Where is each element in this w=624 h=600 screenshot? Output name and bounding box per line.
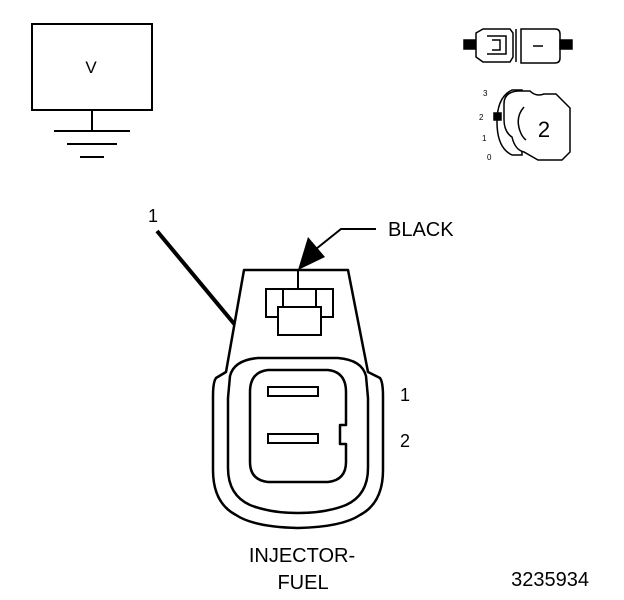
key-housing-front: [503, 90, 571, 161]
pin-ref-label: 1: [148, 206, 158, 226]
key-position-2: 2: [479, 113, 484, 122]
mating-connector-icon: [463, 28, 573, 64]
connector-name-line-2: FUEL: [277, 572, 328, 594]
voltmeter-label: V: [85, 58, 97, 77]
mating-plug-body: [475, 28, 514, 63]
latch-tab: [277, 306, 322, 336]
connector-housing: [211, 268, 385, 530]
connector-name-line-1: INJECTOR-: [249, 545, 355, 567]
color-label: BLACK: [388, 219, 454, 241]
pin-2-number: 2: [400, 431, 410, 451]
key-number-badge: 2: [538, 117, 550, 142]
key-position-0: 0: [487, 153, 492, 162]
key-position-icon: [493, 89, 571, 161]
key-notch-arc: [517, 106, 527, 141]
housing-outer-shell: [211, 268, 385, 530]
mating-plug-latch: [487, 35, 507, 55]
color-callout-arrowhead: [298, 237, 325, 270]
key-position-marker: [493, 112, 502, 121]
housing-face: [248, 368, 348, 484]
color-callout-leader: [315, 228, 376, 250]
figure-number: 3235934: [511, 569, 589, 591]
mating-lead-left: [463, 39, 477, 50]
mating-lead-right: [559, 39, 573, 50]
voltmeter-symbol: [31, 23, 153, 158]
locking-latch: [265, 288, 334, 336]
terminal-pin-2: [267, 433, 319, 444]
key-position-3: 3: [483, 89, 488, 98]
housing-inner-rim: [226, 356, 370, 515]
terminal-pin-1: [267, 386, 319, 397]
key-position-1: 1: [482, 134, 487, 143]
pin-1-number: 1: [400, 385, 410, 405]
